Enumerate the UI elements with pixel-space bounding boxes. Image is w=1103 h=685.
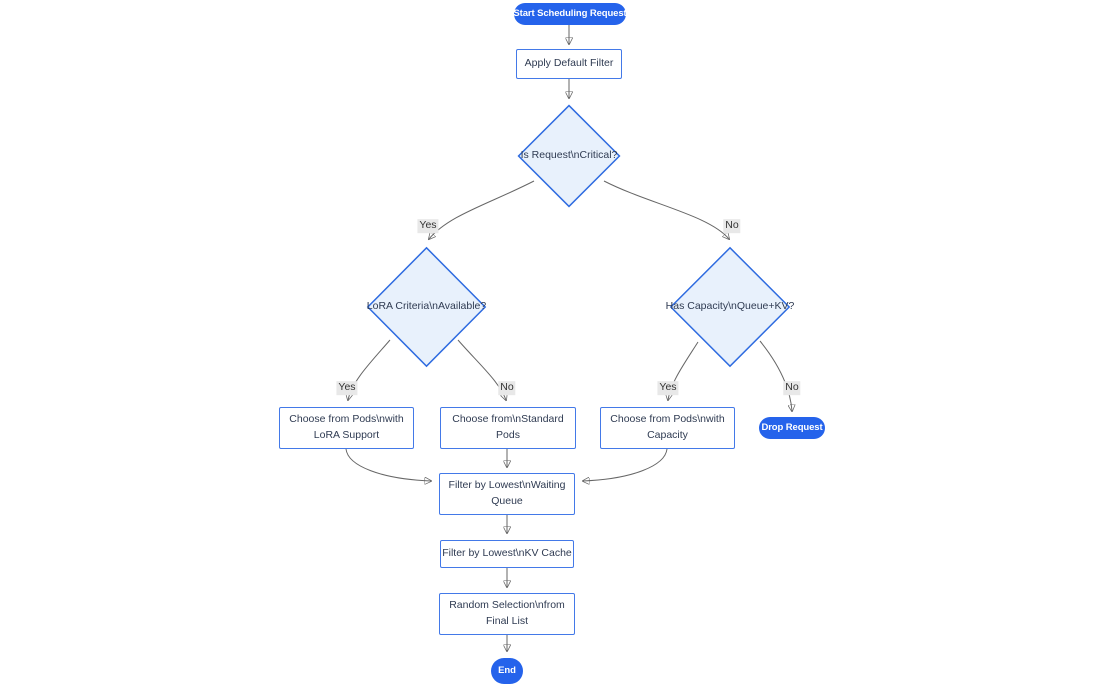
node-choose-capacity-pods-line1: Choose from Pods\nwith bbox=[610, 413, 725, 426]
node-filter-kv-cache: Filter by Lowest\nKV Cache bbox=[440, 540, 574, 568]
node-drop-request-label: Drop Request bbox=[761, 421, 823, 433]
node-choose-capacity-pods: Choose from Pods\nwith Capacity bbox=[600, 407, 735, 449]
node-apply-default-filter: Apply Default Filter bbox=[516, 49, 622, 79]
node-is-critical-label: Is Request\nCritical? bbox=[520, 149, 618, 162]
node-drop-request: Drop Request bbox=[759, 417, 825, 439]
edge-label-lora-yes: Yes bbox=[336, 381, 358, 395]
node-start-label: Start Scheduling Request bbox=[513, 7, 627, 19]
edge-capacity-no bbox=[759, 340, 792, 411]
node-random-selection-line2: Final List bbox=[485, 615, 528, 627]
node-lora-criteria: LoRA Criteria\nAvailable? bbox=[366, 246, 487, 368]
node-end: End bbox=[491, 658, 523, 684]
node-choose-standard-pods-line2: Pods bbox=[496, 429, 520, 441]
node-filter-kv-cache-label: Filter by Lowest\nKV Cache bbox=[442, 547, 572, 560]
node-is-critical: Is Request\nCritical? bbox=[517, 104, 621, 208]
diamond-shape bbox=[517, 104, 621, 208]
node-choose-capacity-pods-line2: Capacity bbox=[647, 429, 688, 441]
edge-label-critical-yes: Yes bbox=[417, 219, 439, 233]
node-choose-lora-pods-line1: Choose from Pods\nwith bbox=[289, 413, 404, 426]
node-has-capacity: Has Capacity\nQueue+KV? bbox=[666, 246, 794, 368]
node-filter-waiting-queue-line2: Queue bbox=[491, 495, 523, 507]
edge-lorapods-to-filterwait bbox=[345, 448, 431, 481]
diamond-shape bbox=[366, 246, 487, 368]
edge-label-critical-no: No bbox=[723, 219, 741, 233]
node-choose-lora-pods: Choose from Pods\nwith LoRA Support bbox=[279, 407, 414, 449]
node-random-selection-line1: Random Selection\nfrom bbox=[449, 599, 565, 612]
node-has-capacity-label: Has Capacity\nQueue+KV? bbox=[665, 300, 795, 313]
node-lora-criteria-label: LoRA Criteria\nAvailable? bbox=[366, 300, 487, 313]
node-filter-waiting-queue: Filter by Lowest\nWaiting Queue bbox=[439, 473, 575, 515]
edge-label-capacity-yes: Yes bbox=[657, 381, 679, 395]
edge-capacity-yes bbox=[668, 341, 699, 400]
node-random-selection: Random Selection\nfrom Final List bbox=[439, 593, 575, 635]
edge-label-lora-no: No bbox=[498, 381, 516, 395]
node-filter-waiting-queue-line1: Filter by Lowest\nWaiting bbox=[448, 479, 566, 492]
node-choose-standard-pods-line1: Choose from\nStandard bbox=[452, 413, 564, 426]
edge-critical-no bbox=[603, 180, 729, 239]
diamond-shape bbox=[669, 246, 791, 368]
node-start: Start Scheduling Request bbox=[513, 3, 627, 25]
node-apply-default-filter-label: Apply Default Filter bbox=[524, 57, 614, 70]
edge-label-capacity-no: No bbox=[783, 381, 801, 395]
edge-capacitypods-to-filterwait bbox=[583, 448, 668, 481]
node-choose-standard-pods: Choose from\nStandard Pods bbox=[440, 407, 576, 449]
node-choose-lora-pods-line2: LoRA Support bbox=[313, 429, 380, 441]
node-end-label: End bbox=[498, 664, 516, 676]
